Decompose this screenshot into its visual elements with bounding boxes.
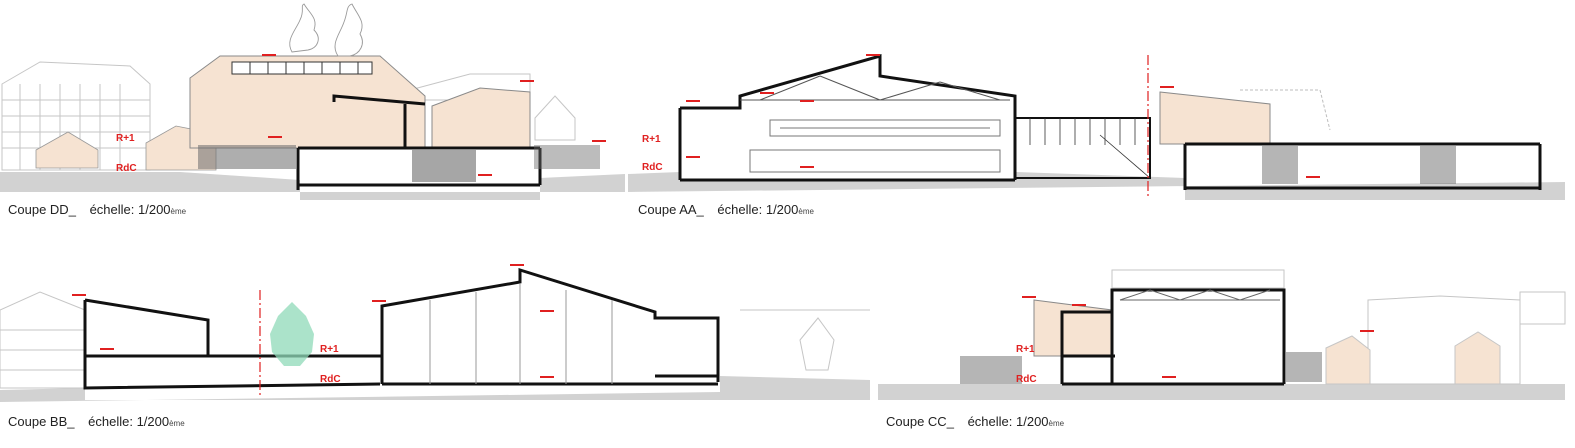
section-dd-cut [296,94,542,190]
caption-coupe-bb: Coupe BB_ échelle: 1/200ème [8,414,185,429]
caption-scale-suffix: ème [1048,419,1065,428]
section-dd-level-ground: RdC [116,163,137,174]
caption-coupe-aa: Coupe AA_ échelle: 1/200ème [638,202,814,217]
section-bb-ground [0,376,870,402]
section-dd-ground [0,172,625,200]
caption-scale-value: 1/200 [138,202,171,217]
section-dd-level-markers [262,54,606,176]
section-cc-level-upper: R+1 [1016,344,1035,355]
caption-scale-value: 1/200 [765,202,799,217]
section-dd-gym-volume [189,55,426,149]
caption-scale-label: échelle: [88,414,133,429]
section-aa-level-ground: RdC [642,162,663,173]
caption-coupe-dd: Coupe DD_ échelle: 1/200ème [8,202,186,217]
section-aa-context-line [1240,89,1331,131]
caption-scale-value: 1/200 [1016,414,1049,429]
section-bb-level-upper: R+1 [320,344,339,355]
caption-scale-suffix: ème [798,207,814,216]
section-cc-wood-volume [1033,299,1113,357]
section-aa-drawing: R+1 RdC [628,54,1565,200]
caption-scale-label: échelle: [717,202,763,217]
caption-coupe-cc: Coupe CC_ échelle: 1/200ème [886,414,1064,429]
section-aa-glazed-link [1014,117,1151,179]
section-dd-drawing: R+1 RdC [0,3,625,200]
caption-title: Coupe CC_ [886,414,954,429]
section-dd-clerestory [231,61,373,75]
section-cc-level-markers [1022,296,1374,378]
caption-scale-suffix: ème [169,419,185,428]
section-cc-cut [1060,288,1286,386]
section-cc-level-ground: RdC [1016,374,1037,385]
section-aa-right-wing [1183,142,1542,190]
section-dd-screens [198,145,600,182]
section-aa-ground [628,172,1565,200]
section-dd-tree-outlines [289,3,363,57]
section-bb-level-markers [72,264,554,378]
caption-scale-suffix: ème [170,207,187,216]
caption-scale-label: échelle: [967,414,1013,429]
section-bb-columns [429,284,613,384]
section-cc-ground [878,384,1565,400]
section-bb-drawing: R+1 RdC [0,264,870,402]
section-aa-roof [678,54,1017,182]
caption-scale-label: échelle: [89,202,135,217]
section-bb-level-ground: RdC [320,374,341,385]
section-cc-roof-outline [1111,269,1285,289]
section-cc-trusses [1119,289,1280,301]
caption-title: Coupe DD_ [8,202,76,217]
caption-title: Coupe BB_ [8,414,75,429]
section-aa-bleachers [749,119,1001,173]
section-aa-wood-volume [1159,91,1271,145]
section-aa-trusses [740,75,1010,121]
section-bb-tree [270,302,314,366]
section-dd-level-upper: R+1 [116,133,135,144]
caption-title: Coupe AA_ [638,202,704,217]
section-dd-right-volume [431,87,531,149]
section-aa-level-upper: R+1 [642,134,661,145]
caption-scale-value: 1/200 [136,414,170,429]
section-cc-drawing: R+1 RdC [878,269,1566,400]
section-cc-context [1325,291,1566,385]
section-aa-right-wing-glazing [1262,146,1456,184]
section-bb-cut [83,267,720,390]
section-cc-screens [960,352,1322,384]
section-aa-level-markers [686,54,1320,178]
